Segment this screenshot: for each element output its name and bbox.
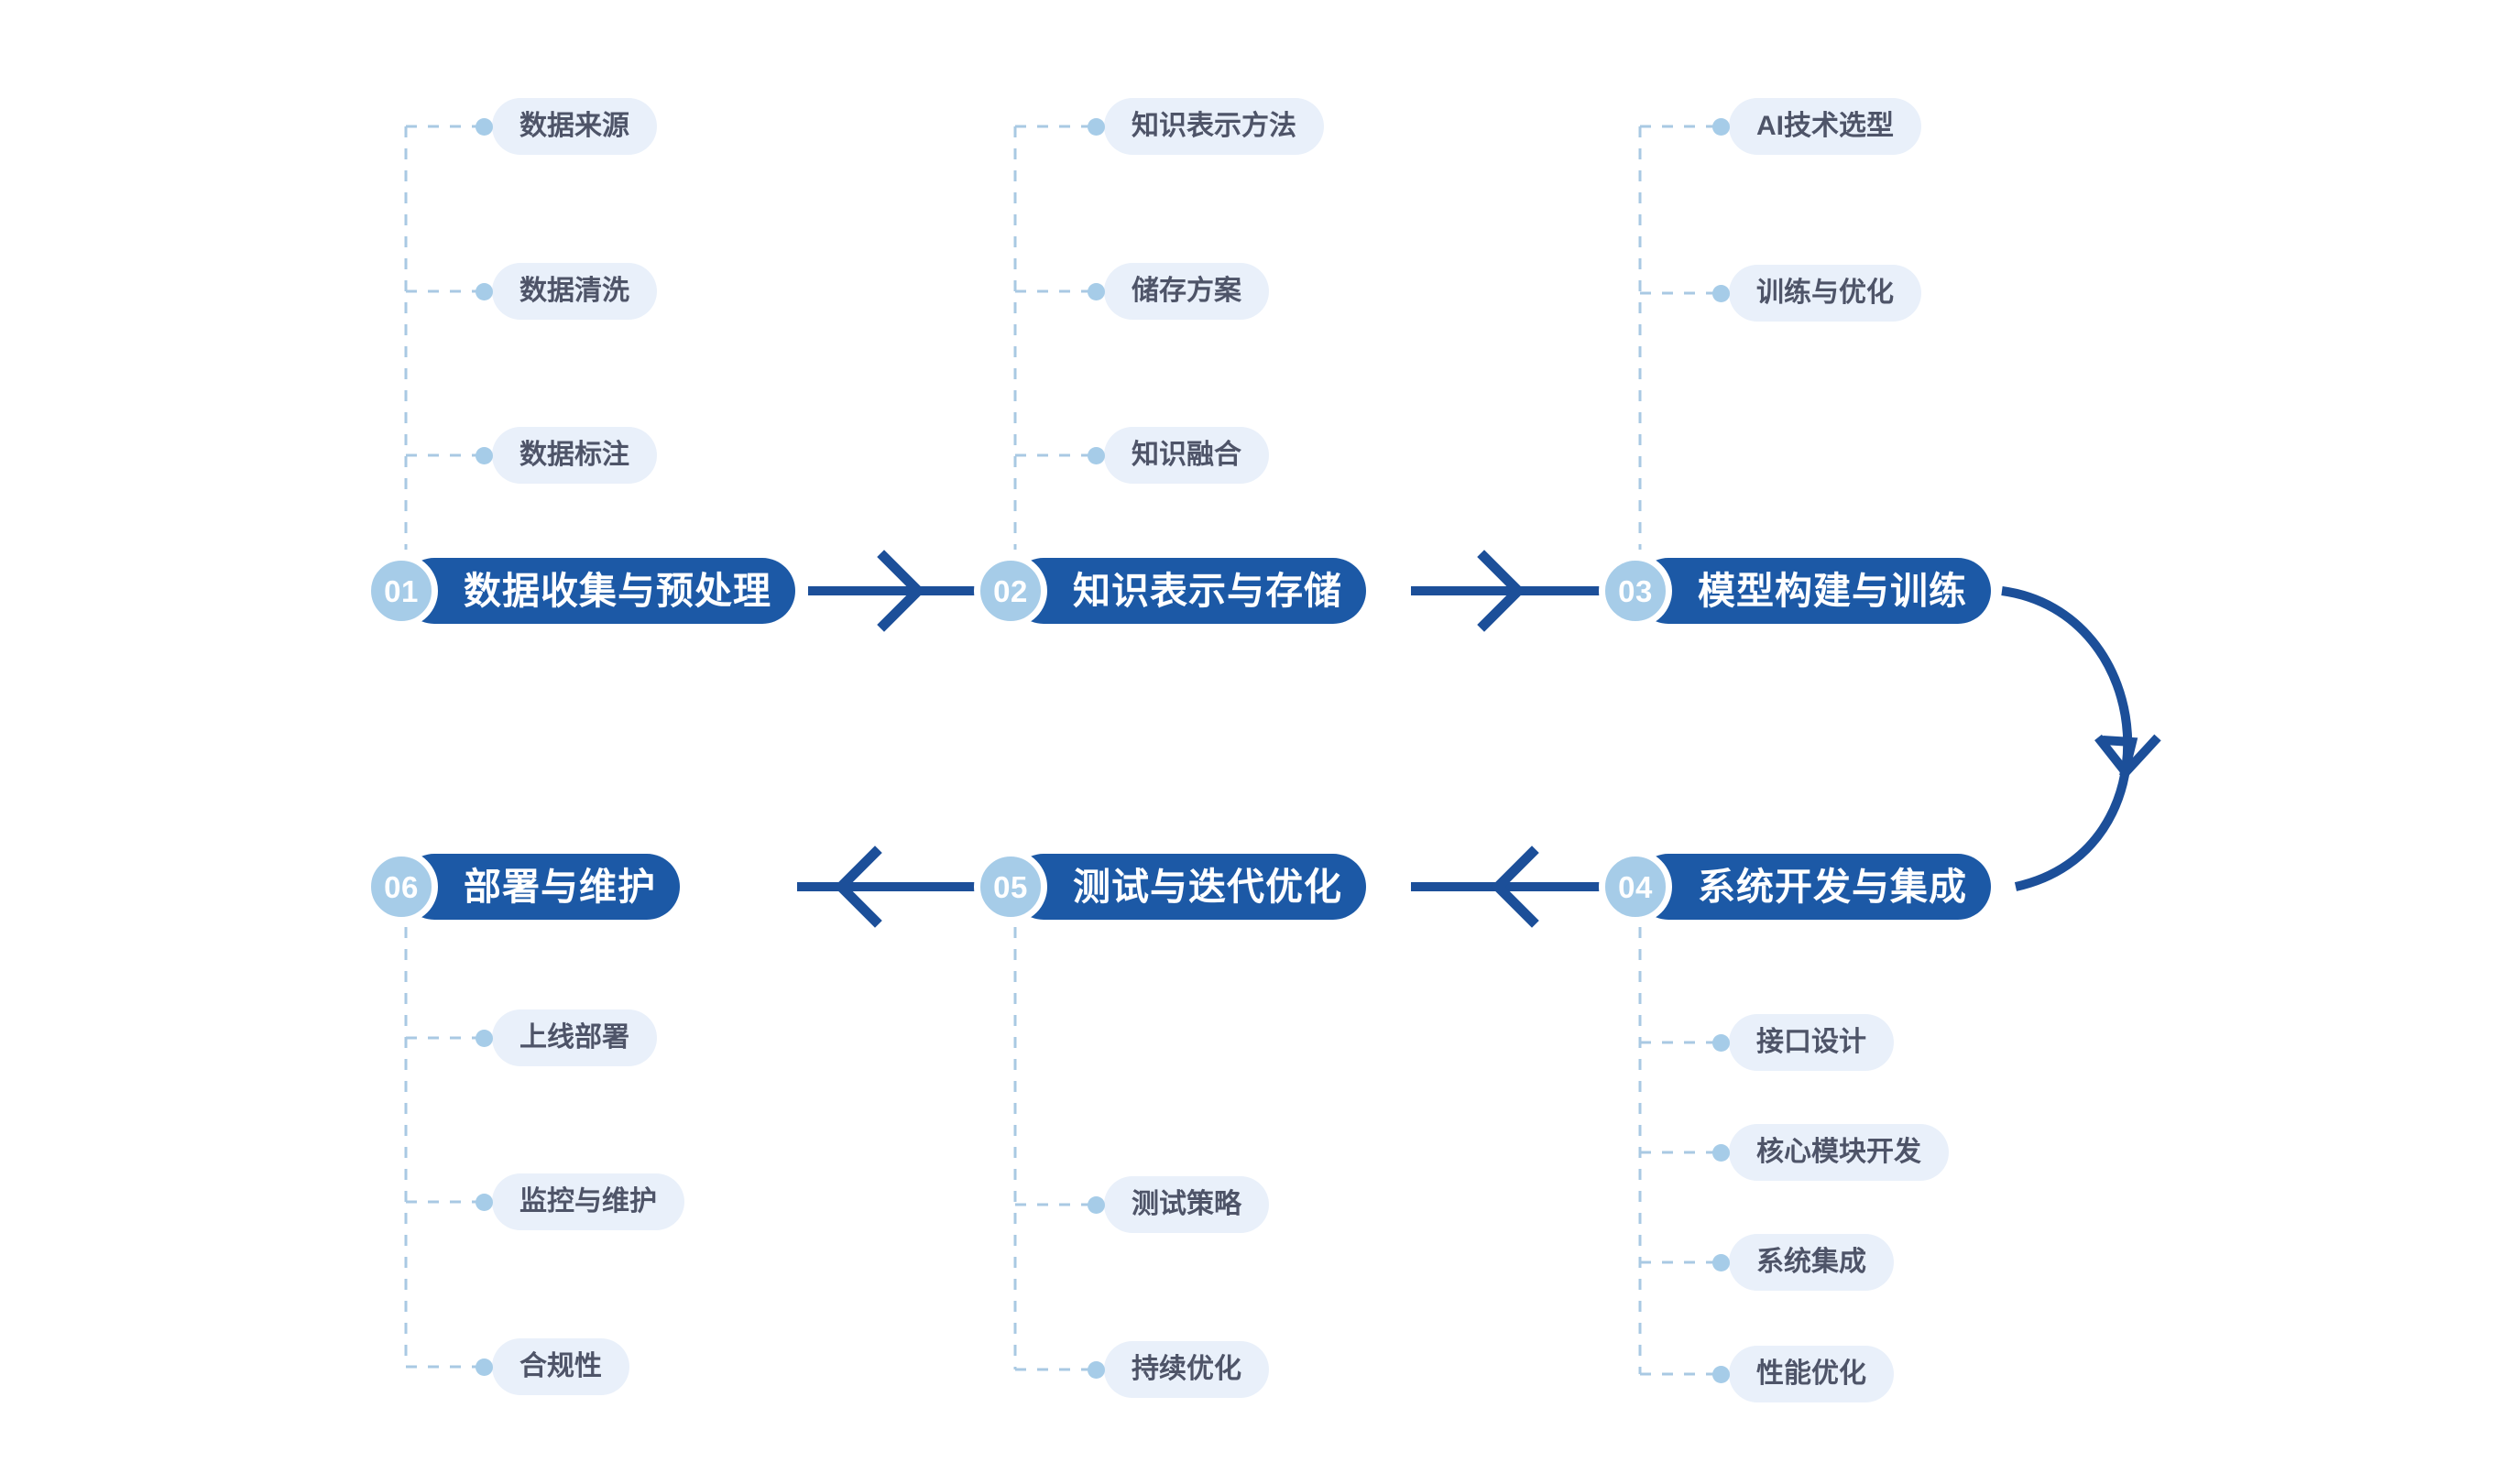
stage-02-child-0[interactable]: 知识表示方法 [1104,98,1324,155]
stage-04-child-1[interactable]: 核心模块开发 [1729,1124,1949,1181]
stage-02-child-1-dot [1088,283,1105,300]
stage-06-child-1-label: 监控与维护 [519,1186,657,1217]
stage-02-title: 知识表示与存储 [1073,569,1342,612]
branch-lines-stage-02 [1013,125,1096,550]
stage-06-child-0-label: 上线部署 [519,1022,629,1053]
stage-04-child-2-label: 系统集成 [1756,1247,1866,1277]
branch-lines-stage-01 [404,125,484,550]
stage-01-child-0-dot [476,118,493,136]
stage-01-child-2-dot [476,447,493,464]
stage-01-child-1[interactable]: 数据清洗 [492,263,657,320]
stage-04-child-3[interactable]: 性能优化 [1729,1346,1894,1402]
stage-02-child-2-dot [1088,447,1105,464]
stage-03-bar[interactable]: 模型构建与训练 [1635,558,1991,624]
stage-06-child-2-dot [476,1359,493,1376]
stage-05-title: 测试与迭代优化 [1073,865,1342,908]
stage-05-child-0-label: 测试策略 [1132,1189,1241,1219]
stage-04-badge: 04 [1599,850,1672,923]
stage-02-child-0-dot [1088,118,1105,136]
stage-05-child-0[interactable]: 测试策略 [1104,1176,1269,1233]
stage-06-number: 06 [384,869,419,904]
stage-06-child-2[interactable]: 合规性 [492,1338,629,1395]
stage-06-child-0-dot [476,1030,493,1047]
arrow-05-to-06 [797,846,980,928]
stage-03-title: 模型构建与训练 [1698,569,1967,612]
stage-06-badge: 06 [365,850,438,923]
stage-04-child-3-label: 性能优化 [1756,1359,1866,1389]
stage-05-bar[interactable]: 测试与迭代优化 [1011,854,1366,920]
stage-01-bar[interactable]: 数据收集与预处理 [401,558,795,624]
stage-01-child-2[interactable]: 数据标注 [492,427,657,484]
stage-04-child-3-dot [1712,1366,1730,1383]
stage-03-child-1-dot [1712,285,1730,302]
stage-06-title: 部署与维护 [464,865,656,908]
stage-04-child-1-label: 核心模块开发 [1756,1137,1921,1167]
stage-02-child-0-label: 知识表示方法 [1132,111,1296,141]
arrow-03-to-04 [2001,586,2161,891]
stage-05-child-0-dot [1088,1196,1105,1214]
stage-06-child-0[interactable]: 上线部署 [492,1009,657,1066]
stage-06-bar[interactable]: 部署与维护 [401,854,680,920]
stage-01-title: 数据收集与预处理 [464,569,771,612]
branch-lines-stage-04 [1638,927,1721,1376]
stage-03-badge: 03 [1599,554,1672,627]
arrow-04-to-05 [1411,846,1605,928]
stage-02-child-1-label: 储存方案 [1132,276,1241,306]
stage-05-badge: 05 [974,850,1047,923]
stage-01-child-1-label: 数据清洗 [519,276,629,306]
stage-06-child-1-dot [476,1194,493,1211]
stage-02-bar[interactable]: 知识表示与存储 [1011,558,1366,624]
branch-lines-stage-05 [1013,927,1096,1371]
stage-02-child-1[interactable]: 储存方案 [1104,263,1269,320]
stage-06-child-2-label: 合规性 [519,1351,602,1381]
stage-01-child-0-label: 数据来源 [519,111,629,141]
stage-04-child-1-dot [1712,1144,1730,1162]
stage-04-bar[interactable]: 系统开发与集成 [1635,854,1991,920]
stage-01-child-1-dot [476,283,493,300]
stage-02-number: 02 [993,573,1028,608]
stage-05-child-1-dot [1088,1361,1105,1379]
stage-02-child-2-label: 知识融合 [1132,440,1241,470]
branch-lines-stage-03 [1638,125,1721,550]
stage-03-child-1-label: 训练与优化 [1756,278,1894,308]
stage-04-child-0-dot [1712,1034,1730,1052]
stage-01-child-0[interactable]: 数据来源 [492,98,657,155]
arrow-01-to-02 [808,550,980,632]
stage-04-title: 系统开发与集成 [1698,865,1967,908]
stage-04-child-0-label: 接口设计 [1756,1027,1866,1057]
stage-01-number: 01 [384,573,419,608]
stage-04-child-0[interactable]: 接口设计 [1729,1014,1894,1071]
stage-05-child-1[interactable]: 持续优化 [1104,1341,1269,1398]
arrow-02-to-03 [1411,550,1605,632]
stage-05-number: 05 [993,869,1028,904]
stage-02-child-2[interactable]: 知识融合 [1104,427,1269,484]
stage-06-child-1[interactable]: 监控与维护 [492,1173,684,1230]
branch-lines-stage-06 [404,927,484,1369]
stage-04-child-2-dot [1712,1254,1730,1271]
stage-02-badge: 02 [974,554,1047,627]
stage-01-child-2-label: 数据标注 [519,440,629,470]
stage-03-number: 03 [1618,573,1653,608]
stage-03-child-1[interactable]: 训练与优化 [1729,265,1921,322]
stage-05-child-1-label: 持续优化 [1132,1354,1241,1384]
stage-04-child-2[interactable]: 系统集成 [1729,1234,1894,1291]
stage-01-badge: 01 [365,554,438,627]
stage-03-child-0[interactable]: AI技术选型 [1729,98,1921,155]
stage-04-number: 04 [1618,869,1653,904]
stage-03-child-0-label: AI技术选型 [1756,111,1894,141]
stage-03-child-0-dot [1712,118,1730,136]
